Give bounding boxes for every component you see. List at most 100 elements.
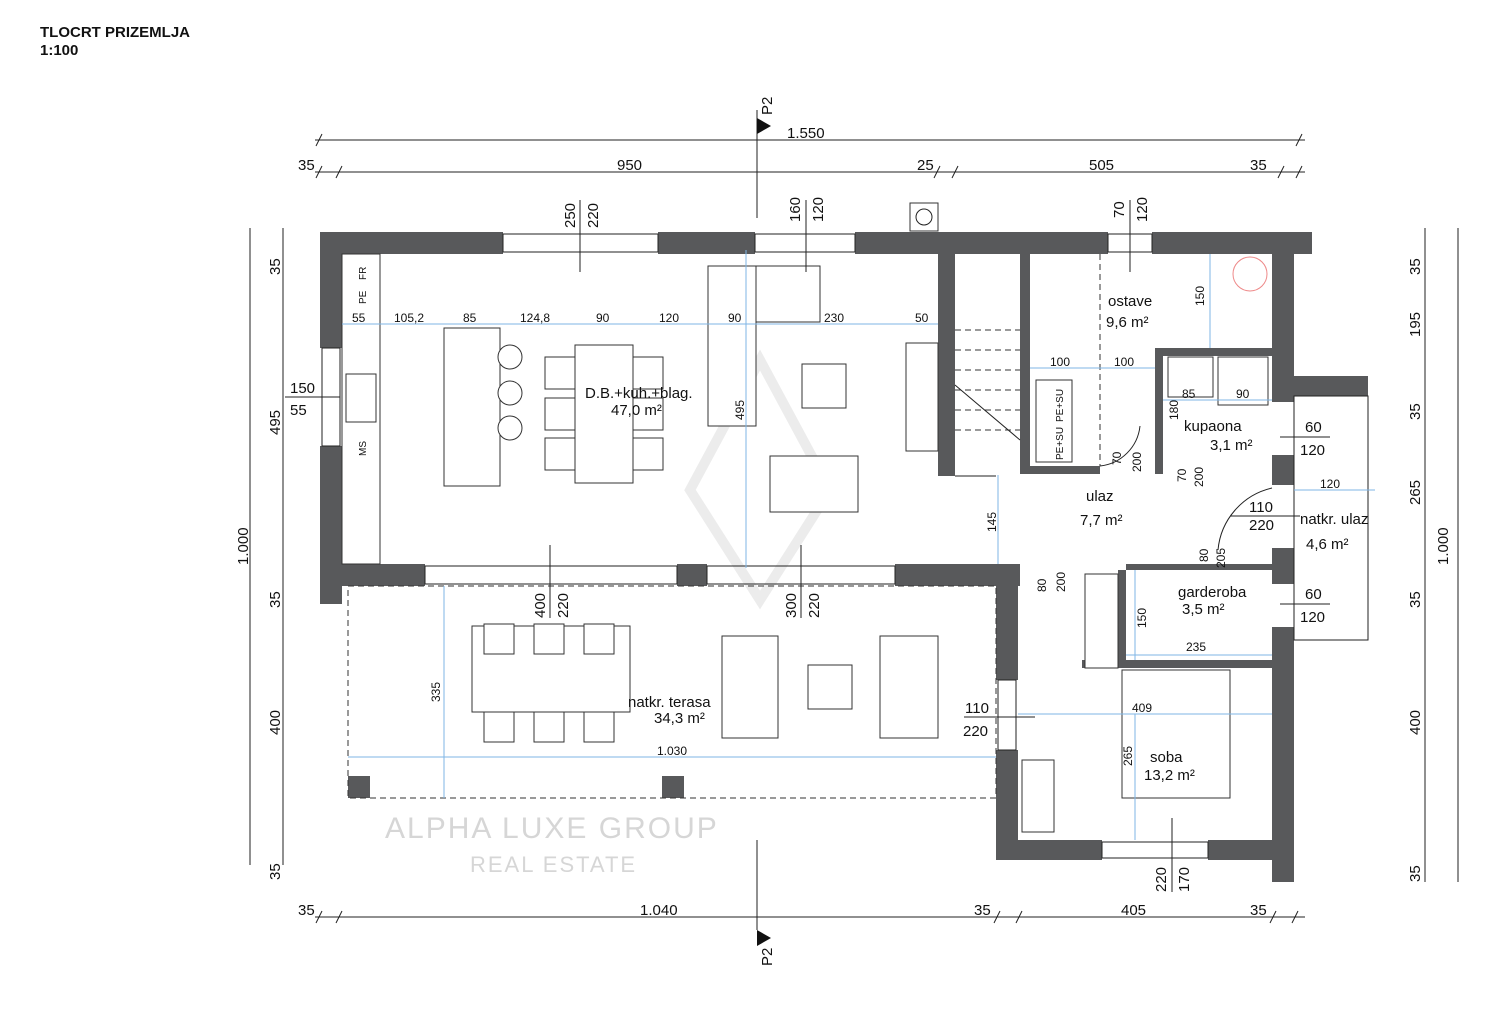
dim-top-seg: 950 xyxy=(617,157,642,174)
dim-text: 230 xyxy=(824,311,844,325)
dim-left-seg: 35 xyxy=(267,591,284,608)
dim-top-seg: 25 xyxy=(917,157,934,174)
dim-left-seg: 495 xyxy=(267,410,284,435)
dim-right-seg: 195 xyxy=(1407,312,1424,337)
interior-dim-texts: 55 105,2 85 124,8 90 120 90 230 50 495 1… xyxy=(352,286,1340,766)
room-area-soba: 13,2 m² xyxy=(1144,767,1195,784)
sink-icon xyxy=(345,373,377,423)
opening-height: 220 xyxy=(806,593,823,618)
door-width: 80 xyxy=(1197,548,1211,562)
drawing-title: TLOCRT PRIZEMLJA xyxy=(40,24,190,41)
opening-width: 250 xyxy=(562,203,579,228)
opening-height: 170 xyxy=(1176,867,1193,892)
dim-text: 235 xyxy=(1186,640,1206,654)
opening-width: 400 xyxy=(532,593,549,618)
tv xyxy=(905,342,939,452)
dim-right-seg: 35 xyxy=(1407,865,1424,882)
room-name-soba: soba xyxy=(1150,749,1183,766)
dim-bottom-seg: 35 xyxy=(298,902,315,919)
dim-text: 85 xyxy=(1182,387,1196,401)
door-width: 70 xyxy=(1175,468,1189,482)
watermark-brand: ALPHA LUXE GROUP xyxy=(385,812,719,845)
room-name-ostave: ostave xyxy=(1108,293,1152,310)
door-height: 200 xyxy=(1054,572,1068,592)
opening-width: 160 xyxy=(787,197,804,222)
dim-text: 90 xyxy=(1236,387,1250,401)
room-name-living: D.B.+kuh.+blag. xyxy=(585,385,693,402)
dim-text: 150 xyxy=(1193,286,1207,306)
dim-left-seg: 400 xyxy=(267,710,284,735)
walls xyxy=(320,232,1368,882)
desk xyxy=(1021,759,1055,833)
dim-total-height: 1.000 xyxy=(235,527,252,565)
dimensions-top: 1.550 35 950 25 505 35 xyxy=(298,125,1305,179)
door-height: 200 xyxy=(1130,452,1144,472)
opening-height: 120 xyxy=(1134,197,1151,222)
opening-height: 55 xyxy=(290,402,307,419)
room-name-terasa: natkr. terasa xyxy=(628,694,711,711)
outlines xyxy=(321,233,1369,859)
opening-width: 300 xyxy=(783,593,800,618)
dim-text: 124,8 xyxy=(520,311,550,325)
room-area-ulaz: 7,7 m² xyxy=(1080,512,1123,529)
dim-text: 100 xyxy=(1114,355,1134,369)
dim-left-seg: 35 xyxy=(267,258,284,275)
furniture xyxy=(341,202,1269,833)
interior-dim-lines xyxy=(342,250,1375,840)
room-area-living: 47,0 m² xyxy=(611,402,662,419)
dim-top-seg: 35 xyxy=(1250,157,1267,174)
door-width: 80 xyxy=(1035,578,1049,592)
dim-text: 265 xyxy=(1121,746,1135,766)
door-height: 205 xyxy=(1214,548,1228,568)
watermark-sub: REAL ESTATE xyxy=(470,852,637,877)
room-name-natkr-ulaz: natkr. ulaz xyxy=(1300,511,1368,528)
opening-width: 70 xyxy=(1111,201,1128,218)
dim-right-seg: 265 xyxy=(1407,480,1424,505)
chimney-icon xyxy=(909,202,939,232)
door-height: 200 xyxy=(1192,467,1206,487)
opening-height: 220 xyxy=(963,723,988,740)
dimensions-right: 1.000 35 195 35 265 35 400 35 xyxy=(1407,228,1459,882)
dim-text: 1.030 xyxy=(657,744,687,758)
drawing-header: TLOCRT PRIZEMLJA 1:100 xyxy=(40,24,190,60)
watermark: ALPHA LUXE GROUP REAL ESTATE xyxy=(385,812,719,877)
dim-text: 100 xyxy=(1050,355,1070,369)
dim-text: 105,2 xyxy=(394,311,424,325)
dim-right-seg: 35 xyxy=(1407,403,1424,420)
dim-top-seg: 505 xyxy=(1089,157,1114,174)
dimensions-bottom: 35 1.040 35 405 35 xyxy=(298,902,1305,924)
dim-bottom-seg: 35 xyxy=(974,902,991,919)
section-label-top: P2 xyxy=(759,97,776,115)
dim-right-seg: 35 xyxy=(1407,591,1424,608)
opening-height: 220 xyxy=(555,593,572,618)
room-name-garderoba: garderoba xyxy=(1178,584,1247,601)
opening-labels: 250 220 160 120 70 120 150 55 400 220 30… xyxy=(285,197,1330,892)
dim-text: 495 xyxy=(733,400,747,420)
opening-width: 110 xyxy=(965,700,989,717)
section-marker: P2 P2 xyxy=(756,97,776,966)
room-area-kupaona: 3,1 m² xyxy=(1210,437,1253,454)
dim-text: 55 xyxy=(352,311,366,325)
room-area-natkr-ulaz: 4,6 m² xyxy=(1306,536,1349,553)
dim-text: 120 xyxy=(1320,477,1340,491)
fridge-label: FR xyxy=(358,267,369,280)
dim-text: 50 xyxy=(915,311,929,325)
room-area-terasa: 34,3 m² xyxy=(654,710,705,727)
section-label-bottom: P2 xyxy=(759,948,776,966)
opening-height: 220 xyxy=(585,203,602,228)
room-name-kupaona: kupaona xyxy=(1184,418,1242,435)
dim-bottom-seg: 35 xyxy=(1250,902,1267,919)
boiler-icon xyxy=(1232,256,1268,292)
fixture-labels: FR PE MS PE+SU PE+SU xyxy=(358,267,1066,460)
room-labels: D.B.+kuh.+blag. 47,0 m² ostave 9,6 m² ku… xyxy=(585,293,1368,784)
kitchen-island xyxy=(443,327,501,487)
room-area-garderoba: 3,5 m² xyxy=(1182,601,1225,618)
watermark-logo xyxy=(684,349,836,610)
door-height: 220 xyxy=(1249,517,1274,534)
dim-total-height: 1.000 xyxy=(1435,527,1452,565)
dim-text: 85 xyxy=(463,311,477,325)
dim-text: 90 xyxy=(596,311,610,325)
opening-height: 120 xyxy=(1300,609,1325,626)
door-width: 110 xyxy=(1249,499,1273,516)
